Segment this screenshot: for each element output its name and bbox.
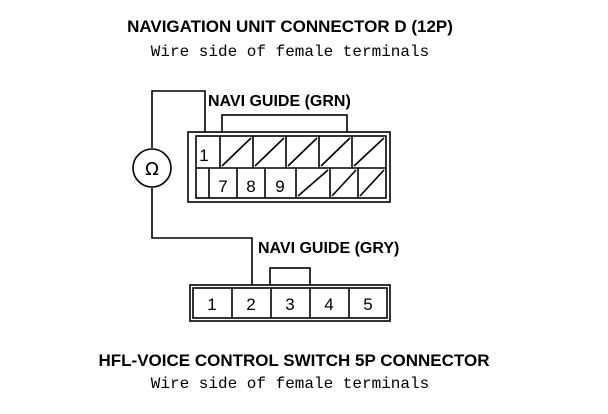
test-lead-bottom	[151, 188, 253, 292]
connector-d-pin-1: 1	[199, 146, 208, 165]
connector-d-pin-7: 7	[218, 177, 227, 196]
ohmmeter	[132, 90, 253, 292]
connector-5p	[189, 267, 391, 322]
connector-5p-inner	[192, 287, 388, 319]
connector-5p-pin-3: 3	[285, 295, 294, 314]
navi-guide-grn-label: NAVI GUIDE (GRN)	[208, 93, 351, 110]
connector-d-inner	[195, 135, 387, 199]
connector-5p-subtitle: Wire side of female terminals	[151, 375, 429, 393]
test-lead-top	[151, 90, 206, 148]
navi-guide-gry-label: NAVI GUIDE (GRY)	[258, 240, 399, 257]
connector-5p-pin-5: 5	[363, 295, 372, 314]
connector-d-12p	[187, 114, 391, 203]
connector-5p-lock-tab	[269, 267, 311, 287]
connector-d-title: NAVIGATION UNIT CONNECTOR D (12P)	[127, 17, 453, 36]
connector-5p-title: HFL-VOICE CONTROL SWITCH 5P CONNECTOR	[98, 351, 489, 370]
connector-d-subtitle: Wire side of female terminals	[151, 43, 429, 61]
connector-5p-pin-2: 2	[246, 295, 255, 314]
connector-d-pin-9: 9	[275, 177, 284, 196]
connector-d-pin-8: 8	[246, 177, 255, 196]
connector-5p-pin-4: 4	[324, 295, 333, 314]
connector-5p-pin-1: 1	[207, 295, 216, 314]
ohm-meter-circle	[132, 148, 172, 188]
ohm-symbol-icon: Ω	[145, 159, 159, 180]
